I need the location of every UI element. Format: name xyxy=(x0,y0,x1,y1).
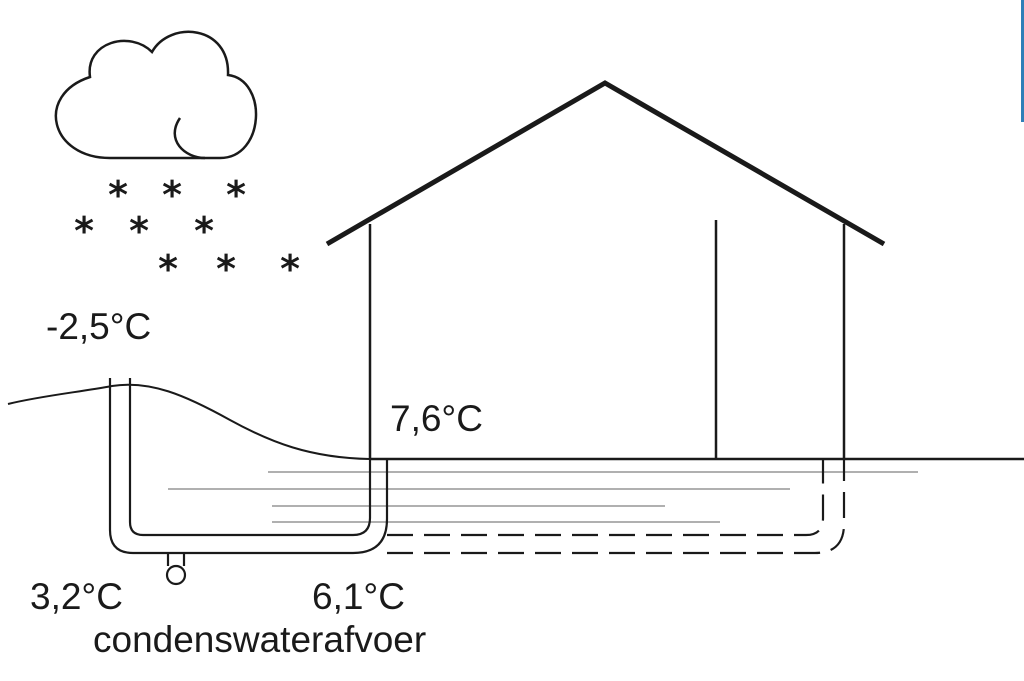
ground-pipe xyxy=(108,378,389,555)
pipe-inlet-temperature-label: 3,2°C xyxy=(30,576,123,617)
window-edge-accent xyxy=(1021,0,1024,122)
soil-layers xyxy=(168,471,918,523)
ground-surface xyxy=(7,383,371,460)
snowflake-icon: * xyxy=(158,247,178,291)
drain-outlet-icon xyxy=(165,553,187,586)
snowflake-icon: * xyxy=(74,209,94,253)
snowflake-icon: * xyxy=(129,209,149,253)
pipe-under-house xyxy=(387,459,846,555)
snowflake-icon: * xyxy=(280,247,300,291)
outside-temperature-label: -2,5°C xyxy=(46,306,152,347)
snowflake-icon: * xyxy=(162,173,182,217)
pipe-outlet-temperature-label: 6,1°C xyxy=(312,576,405,617)
snowflake-icon: * xyxy=(194,209,214,253)
house-icon xyxy=(325,80,886,459)
snowflake-icon: * xyxy=(226,173,246,217)
snowflake-icon: * xyxy=(216,247,236,291)
snowflake-icon: * xyxy=(108,173,128,217)
condensate-drain-label: condenswaterafvoer xyxy=(93,619,427,660)
snowflakes: * * * * * * * * * xyxy=(74,173,300,291)
cloud-icon xyxy=(54,30,258,160)
indoor-temperature-label: 7,6°C xyxy=(390,398,483,439)
